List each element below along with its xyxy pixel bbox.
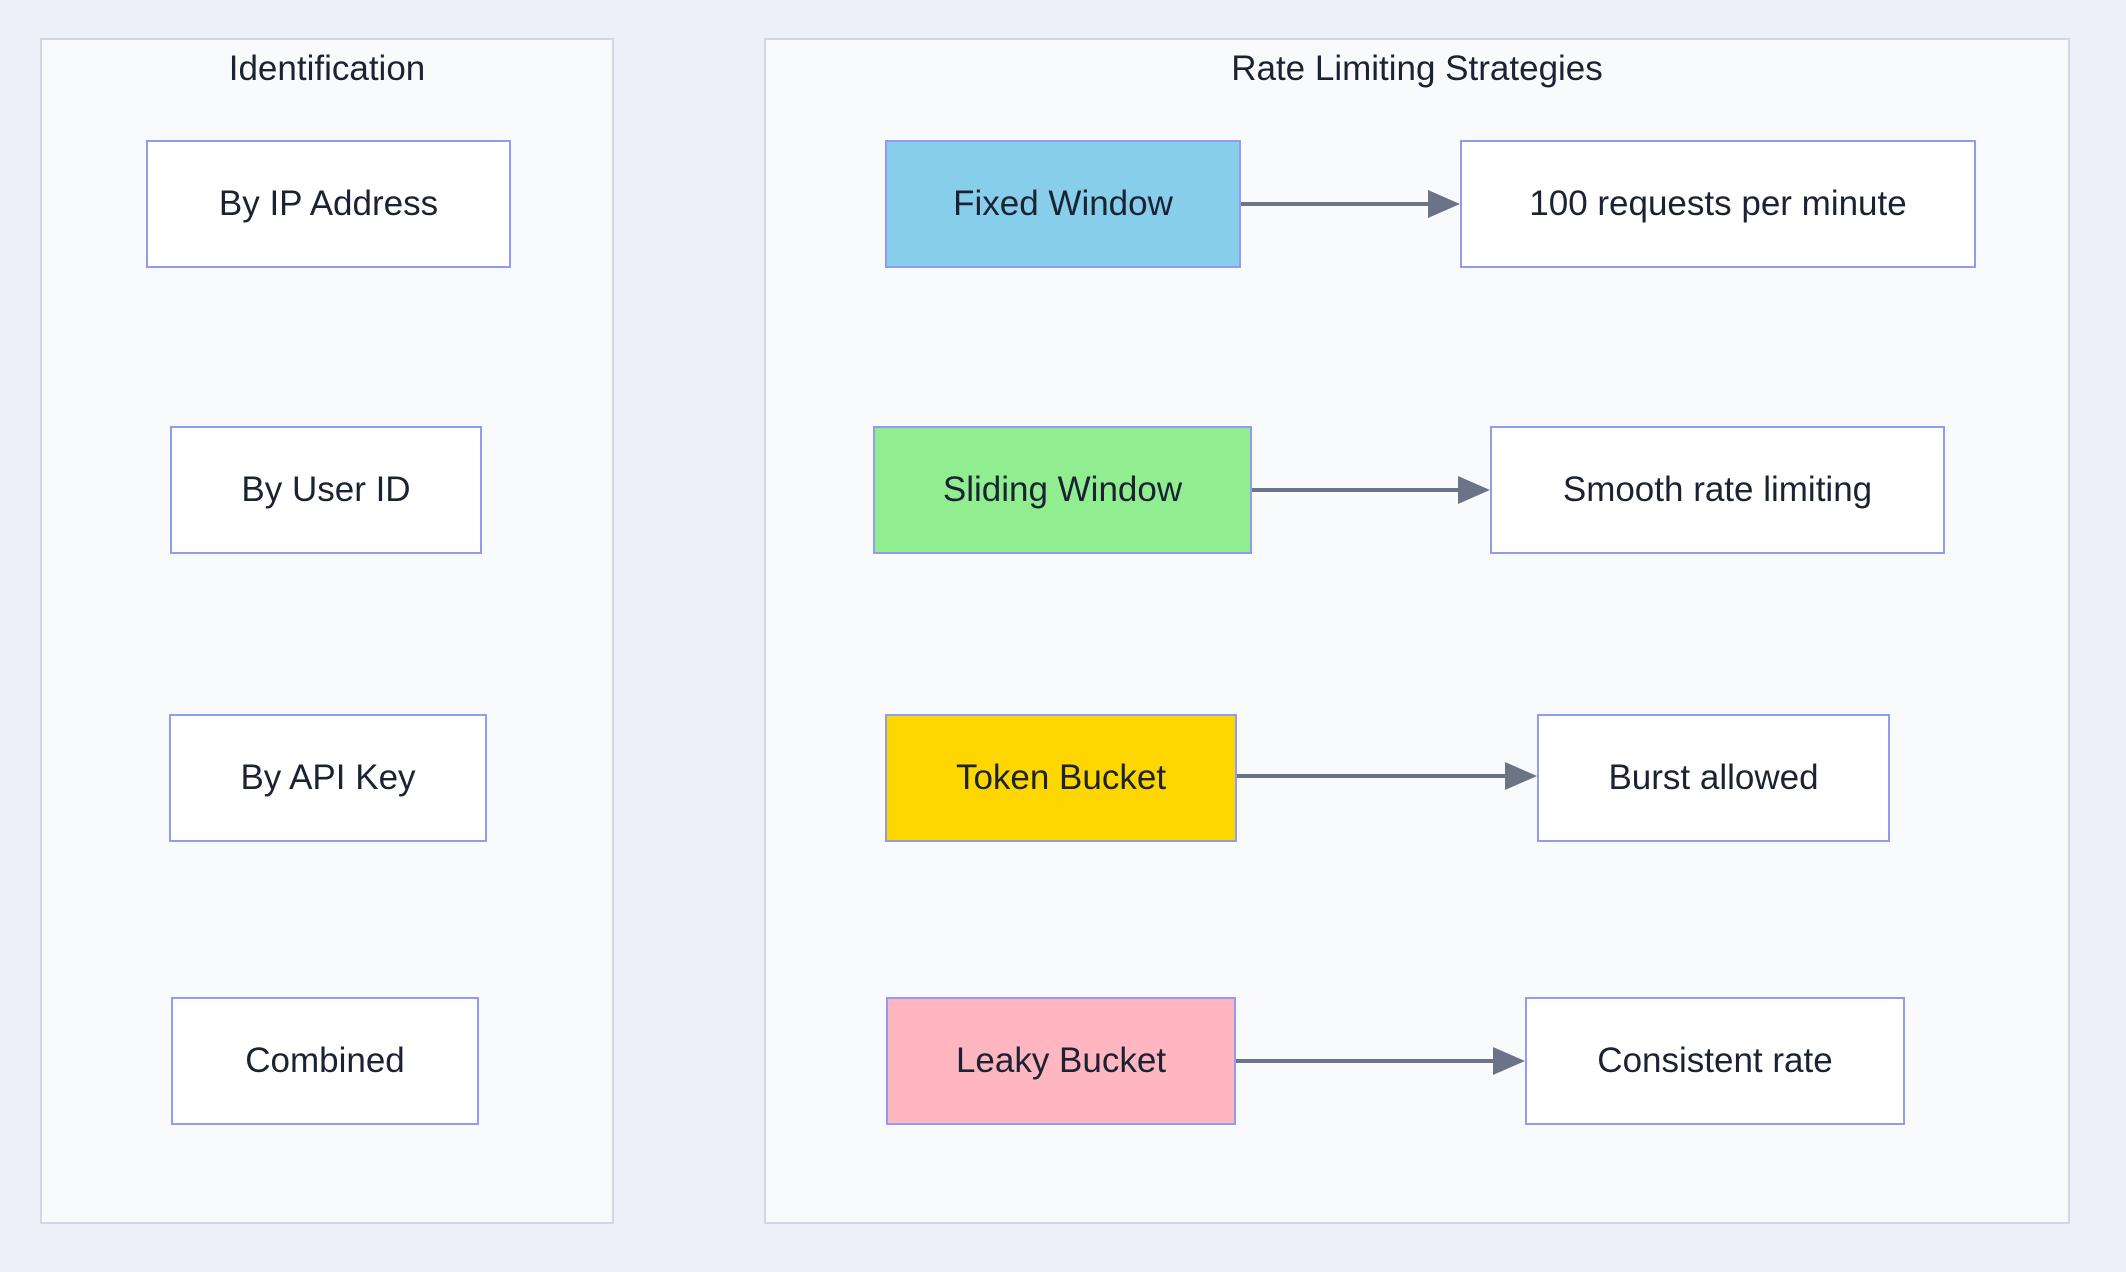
identification-panel: Identification By IP Address By User ID …: [40, 38, 614, 1224]
node-label: By User ID: [241, 470, 411, 509]
node-token-bucket: Token Bucket: [885, 714, 1237, 842]
node-label: By IP Address: [218, 184, 439, 223]
rate-limiting-panel-title: Rate Limiting Strategies: [1231, 49, 1603, 88]
node-label: By API Key: [240, 758, 416, 797]
arrow-sliding-window-to-outcome: [1252, 476, 1490, 504]
node-smooth-rate-limiting: Smooth rate limiting: [1490, 426, 1945, 554]
arrow-leaky-bucket-to-outcome: [1236, 1047, 1525, 1075]
arrow-line: [1241, 202, 1434, 206]
node-100-requests-per-minute: 100 requests per minute: [1460, 140, 1976, 268]
node-burst-allowed: Burst allowed: [1537, 714, 1890, 842]
node-label: Fixed Window: [953, 184, 1173, 223]
node-label: Combined: [245, 1041, 405, 1080]
arrowhead-icon: [1493, 1047, 1525, 1075]
node-label: Sliding Window: [942, 470, 1183, 509]
arrowhead-icon: [1505, 762, 1537, 790]
node-label: 100 requests per minute: [1529, 184, 1907, 223]
node-sliding-window: Sliding Window: [873, 426, 1252, 554]
node-leaky-bucket: Leaky Bucket: [886, 997, 1236, 1125]
node-by-user-id: By User ID: [170, 426, 482, 554]
arrowhead-icon: [1428, 190, 1460, 218]
arrowhead-icon: [1458, 476, 1490, 504]
node-label: Smooth rate limiting: [1562, 470, 1873, 509]
arrow-line: [1237, 774, 1511, 778]
arrow-token-bucket-to-outcome: [1237, 762, 1537, 790]
node-label: Token Bucket: [955, 758, 1167, 797]
node-fixed-window: Fixed Window: [885, 140, 1241, 268]
node-combined: Combined: [171, 997, 479, 1125]
arrow-line: [1252, 488, 1464, 492]
identification-panel-title: Identification: [228, 49, 426, 88]
node-label: Burst allowed: [1608, 758, 1819, 797]
rate-limiting-strategies-panel: Rate Limiting Strategies Fixed Window 10…: [764, 38, 2070, 1224]
arrow-fixed-window-to-outcome: [1241, 190, 1460, 218]
node-label: Leaky Bucket: [955, 1041, 1167, 1080]
arrow-line: [1236, 1059, 1499, 1063]
node-label: Consistent rate: [1597, 1041, 1833, 1080]
node-by-ip-address: By IP Address: [146, 140, 511, 268]
node-by-api-key: By API Key: [169, 714, 487, 842]
node-consistent-rate: Consistent rate: [1525, 997, 1905, 1125]
